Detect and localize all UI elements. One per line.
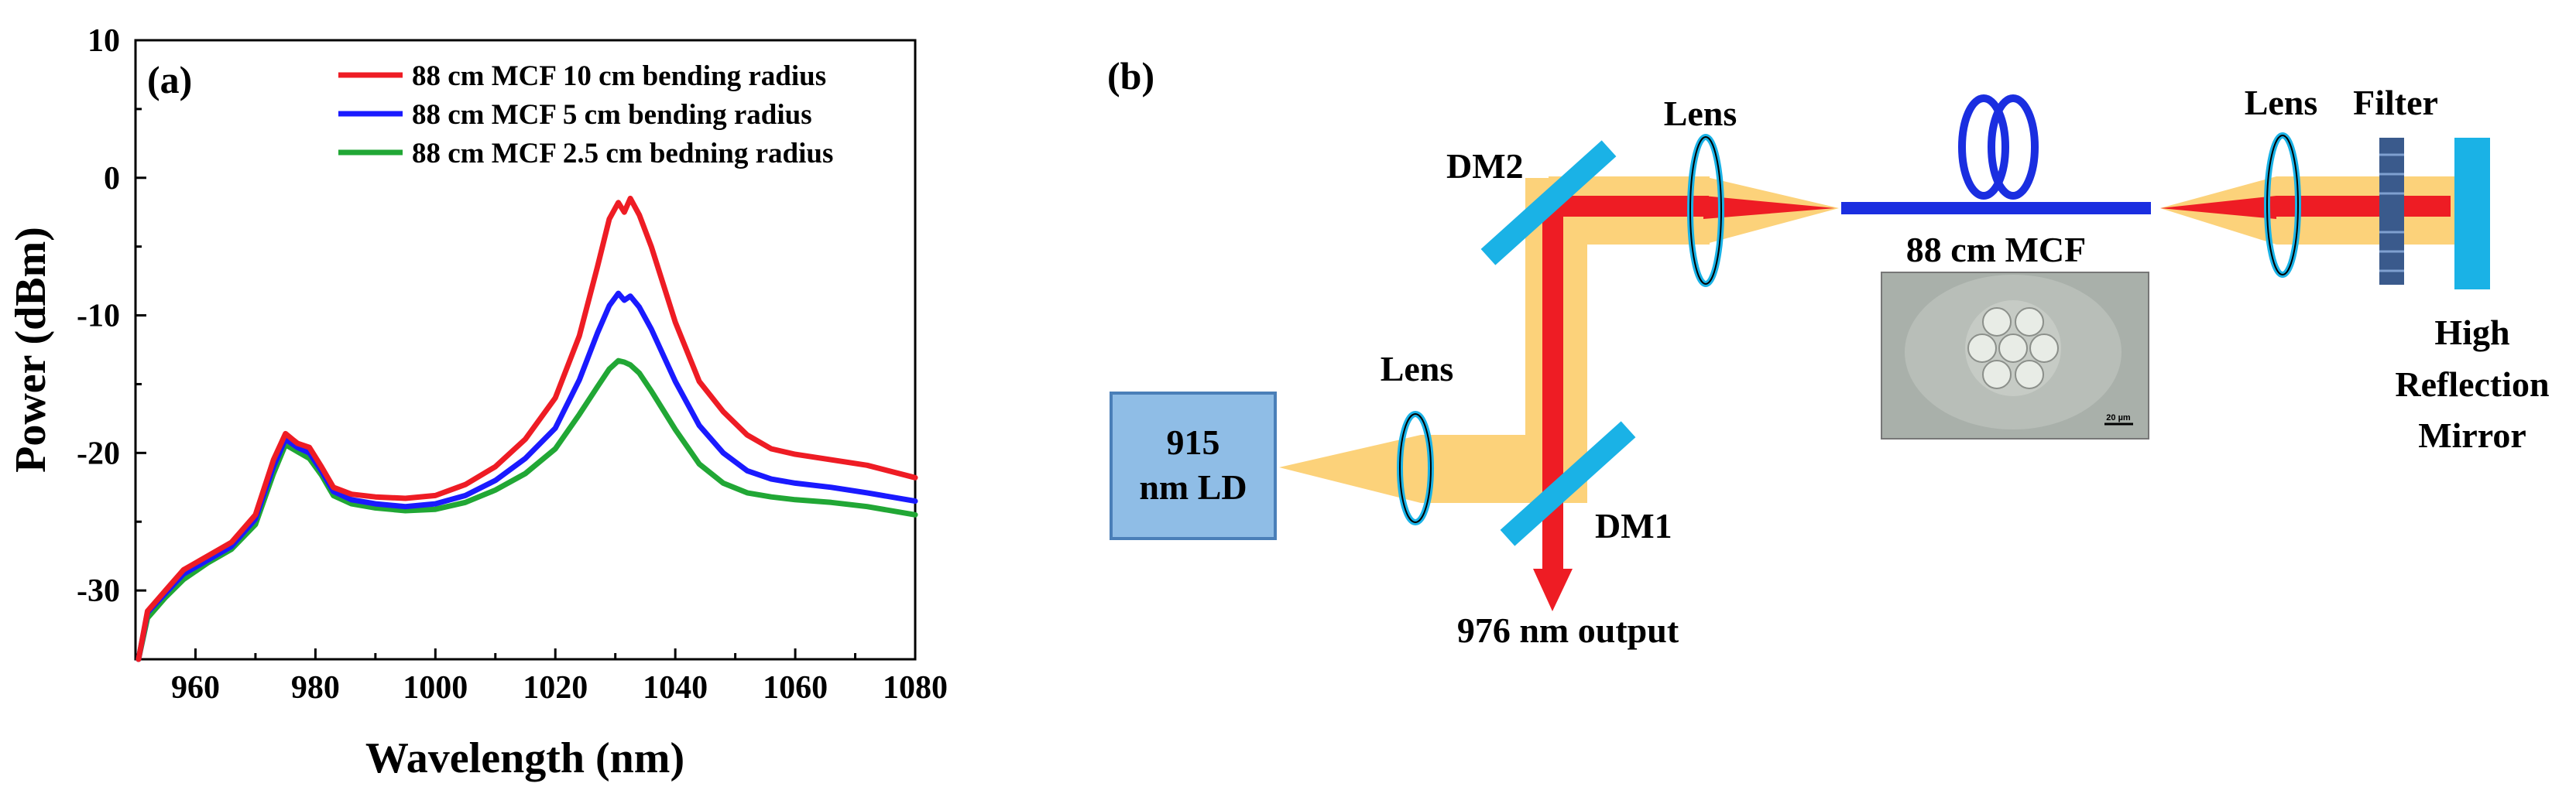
y-tick-label: -30 xyxy=(77,573,120,609)
dm1-mirror xyxy=(1500,421,1636,546)
x-axis-label: Wavelength (nm) xyxy=(365,734,684,782)
plot-frame xyxy=(134,39,917,661)
filter-label: Filter xyxy=(2353,83,2438,122)
mcf-fiber xyxy=(1841,94,2151,214)
high-reflection-mirror xyxy=(2454,138,2490,289)
y-tick-label: -20 xyxy=(77,436,120,471)
mcf-microscope-image: 20 µm xyxy=(1881,272,2149,440)
lens-1-outline xyxy=(1399,413,1432,523)
dm1-label: DM1 xyxy=(1595,506,1672,546)
series-line xyxy=(135,290,918,662)
ld-label-line1: 915 xyxy=(1167,422,1220,462)
x-tick-label: 1000 xyxy=(403,670,468,706)
laser-diode-box xyxy=(1110,392,1277,540)
y-tick-label: 10 xyxy=(87,23,120,59)
scale-bar-label: 20 µm xyxy=(2106,413,2131,422)
lens-2-outline xyxy=(1689,136,1722,285)
dm2-mirror xyxy=(1480,140,1617,265)
x-tick-label: 1020 xyxy=(523,670,588,706)
y-axis-ticks: 10 0 -10 -20 -30 xyxy=(77,23,146,661)
mirror-label-line1: High xyxy=(2434,313,2509,352)
x-tick-label: 1080 xyxy=(883,670,948,706)
lens-2-label: Lens xyxy=(1664,94,1737,133)
x-tick-label: 1060 xyxy=(763,670,828,706)
dm2-label: DM2 xyxy=(1446,146,1524,186)
y-axis-label: Power (dBm) xyxy=(7,227,55,473)
filter-hatch xyxy=(2379,153,2404,272)
x-tick-label: 1040 xyxy=(643,670,708,706)
lens-3-label: Lens xyxy=(2245,83,2318,122)
mirror-label-line3: Mirror xyxy=(2418,416,2526,455)
fiber-label: 88 cm MCF xyxy=(1906,230,2086,269)
legend-label: 88 cm MCF 10 cm bending radius xyxy=(412,60,826,92)
y-tick-label: 0 xyxy=(104,161,120,197)
fiber-line xyxy=(1841,202,2151,214)
lens-1-label: Lens xyxy=(1381,349,1454,388)
y-tick-label: -10 xyxy=(77,299,120,334)
mirror-label-line2: Reflection xyxy=(2395,364,2549,404)
legend-label: 88 cm MCF 5 cm bending radius xyxy=(412,99,812,131)
x-axis-ticks: 960 980 1000 1020 1040 1060 1080 xyxy=(134,648,948,706)
fiber-coil xyxy=(1958,94,2009,200)
series-lines xyxy=(135,195,918,662)
lens-3-outline xyxy=(2266,135,2299,275)
fiber-coil xyxy=(1988,94,2039,200)
setup-diagram: (b) 915 nm LD xyxy=(1107,54,2550,650)
x-tick-label: 980 xyxy=(291,670,340,706)
chart-legend: 88 cm MCF 10 cm bending radius 88 cm MCF … xyxy=(338,60,833,169)
filter xyxy=(2379,138,2404,285)
series-line xyxy=(135,195,918,662)
x-tick-label: 960 xyxy=(171,670,220,706)
pump-beam xyxy=(1279,176,2454,503)
ld-label-line2: nm LD xyxy=(1139,467,1247,507)
legend-label: 88 cm MCF 2.5 cm bedning radius xyxy=(412,138,833,169)
panel-a-label: (a) xyxy=(147,58,192,101)
panel-b-label: (b) xyxy=(1107,54,1154,97)
output-label: 976 nm output xyxy=(1457,611,1679,650)
